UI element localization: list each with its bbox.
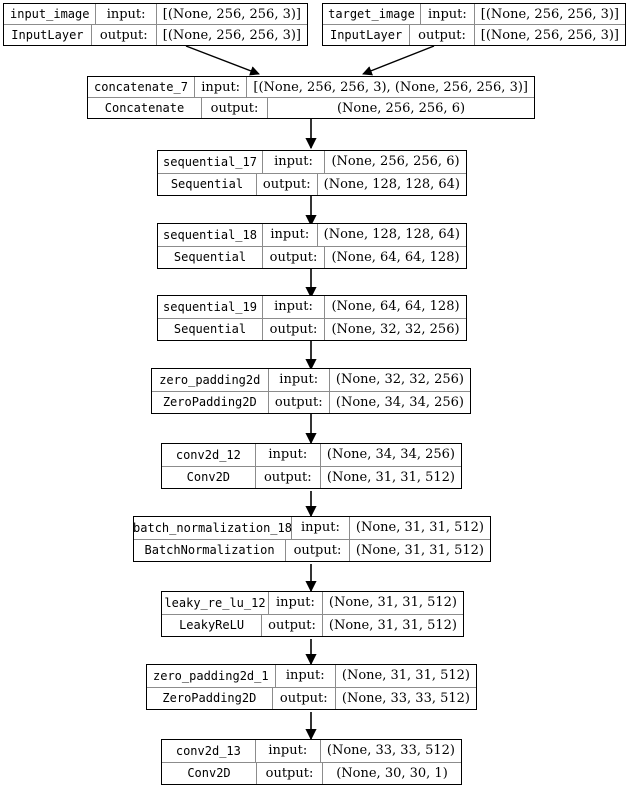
node-conv2d-12-output-shape: (None, 31, 31, 512) [326,469,455,485]
node-sequential-19-output-label: output: [263,318,325,340]
node-target-image-class: InputLayer [323,25,411,45]
node-input-image-output-label: output: [92,25,157,45]
node-input-image-input-label: input: [96,4,157,24]
node-target-image-output-shape: [(None, 256, 256, 3)] [480,27,619,43]
node-zero-padding2d-1-class: ZeroPadding2D [147,687,273,709]
node-input-image-input-shape: [(None, 256, 256, 3)] [162,6,301,22]
node-target-image-output-label: output: [410,25,475,45]
node-sequential-18[interactable]: sequential_18 input: (None, 128, 128, 64… [157,223,467,269]
node-concatenate-7-name: concatenate_7 [88,77,195,97]
node-batch-normalization-18-input-shape: (None, 31, 31, 512) [355,520,484,536]
node-sequential-17-output-shape: (None, 128, 128, 64) [323,176,460,192]
node-zero-padding2d-1-output-shape: (None, 33, 33, 512) [341,690,470,706]
node-sequential-19-name: sequential_19 [158,296,263,318]
node-conv2d-13-output-label: output: [257,762,323,784]
node-conv2d-13[interactable]: conv2d_13 input: (None, 33, 33, 512) Con… [161,739,462,785]
node-conv2d-13-class: Conv2D [162,762,257,784]
node-sequential-18-name: sequential_18 [158,224,263,246]
node-target-image-name: target_image [323,4,421,24]
node-concatenate-7-input-label: input: [195,77,248,97]
node-sequential-19-class: Sequential [158,318,263,340]
node-sequential-17-output-label: output: [257,173,318,195]
node-conv2d-12-class: Conv2D [162,466,256,488]
node-sequential-18-output-label: output: [263,246,325,268]
node-zero-padding2d-1-output-label: output: [273,687,336,709]
node-zero-padding2d-input-shape: (None, 32, 32, 256) [335,372,464,388]
node-input-image[interactable]: input_image input: [(None, 256, 256, 3)]… [3,3,308,46]
node-conv2d-13-output-shape: (None, 30, 30, 1) [336,765,448,781]
node-input-image-class: InputLayer [4,25,92,45]
node-conv2d-13-input-label: input: [256,740,321,762]
node-sequential-19-input-label: input: [263,296,325,318]
node-conv2d-12[interactable]: conv2d_12 input: (None, 34, 34, 256) Con… [161,443,462,489]
node-leaky-re-lu-12-name: leaky_re_lu_12 [162,592,269,614]
node-input-image-output-shape: [(None, 256, 256, 3)] [162,27,301,43]
node-leaky-re-lu-12-input-label: input: [269,592,323,614]
node-sequential-19-output-shape: (None, 32, 32, 256) [331,321,460,337]
node-sequential-17-input-label: input: [263,151,325,173]
node-zero-padding2d-output-shape: (None, 34, 34, 256) [335,394,464,410]
node-sequential-17[interactable]: sequential_17 input: (None, 256, 256, 6)… [157,150,467,196]
node-sequential-18-input-label: input: [263,224,318,246]
node-sequential-17-name: sequential_17 [158,151,263,173]
node-target-image-input-label: input: [421,4,475,24]
node-sequential-19[interactable]: sequential_19 input: (None, 64, 64, 128)… [157,295,467,341]
node-leaky-re-lu-12-input-shape: (None, 31, 31, 512) [328,595,457,611]
node-zero-padding2d-name: zero_padding2d [152,369,269,391]
node-zero-padding2d-1-input-label: input: [276,665,336,687]
node-zero-padding2d-class: ZeroPadding2D [152,391,269,413]
node-target-image[interactable]: target_image input: [(None, 256, 256, 3)… [322,3,626,46]
node-zero-padding2d[interactable]: zero_padding2d input: (None, 32, 32, 256… [151,368,471,414]
node-batch-normalization-18-output-shape: (None, 31, 31, 512) [355,542,484,558]
node-conv2d-12-input-shape: (None, 34, 34, 256) [326,447,455,463]
node-conv2d-12-name: conv2d_12 [162,444,256,466]
node-target-image-input-shape: [(None, 256, 256, 3)] [480,6,619,22]
node-zero-padding2d-output-label: output: [269,391,330,413]
node-concatenate-7[interactable]: concatenate_7 input: [(None, 256, 256, 3… [87,76,535,119]
node-sequential-18-class: Sequential [158,246,263,268]
node-concatenate-7-output-label: output: [202,98,268,118]
node-conv2d-12-input-label: input: [256,444,321,466]
node-leaky-re-lu-12-class: LeakyReLU [162,614,263,636]
node-sequential-17-input-shape: (None, 256, 256, 6) [331,154,460,170]
node-batch-normalization-18-input-label: input: [292,517,350,539]
node-zero-padding2d-1-input-shape: (None, 31, 31, 512) [341,668,470,684]
node-conv2d-13-input-shape: (None, 33, 33, 512) [326,743,455,759]
node-sequential-19-input-shape: (None, 64, 64, 128) [331,299,460,315]
node-input-image-name: input_image [4,4,97,24]
edge-target-image-to-concatenate [362,45,435,76]
node-concatenate-7-output-shape: (None, 256, 256, 6) [336,100,466,116]
node-batch-normalization-18-class: BatchNormalization [134,539,287,561]
node-leaky-re-lu-12[interactable]: leaky_re_lu_12 input: (None, 31, 31, 512… [161,591,464,637]
node-zero-padding2d-1[interactable]: zero_padding2d_1 input: (None, 31, 31, 5… [146,664,477,710]
node-batch-normalization-18-output-label: output: [286,539,350,561]
node-batch-normalization-18-name: batch_normalization_18 [133,517,292,539]
node-leaky-re-lu-12-output-label: output: [262,614,323,636]
node-batch-normalization-18[interactable]: batch_normalization_18 input: (None, 31,… [133,516,491,562]
node-sequential-18-output-shape: (None, 64, 64, 128) [331,249,460,265]
node-zero-padding2d-input-label: input: [269,369,330,391]
edge-input-image-to-concatenate [185,45,260,76]
node-conv2d-12-output-label: output: [256,466,321,488]
node-sequential-18-input-shape: (None, 128, 128, 64) [323,227,460,243]
node-sequential-17-class: Sequential [158,173,257,195]
node-conv2d-13-name: conv2d_13 [162,740,256,762]
node-zero-padding2d-1-name: zero_padding2d_1 [147,665,276,687]
node-concatenate-7-class: Concatenate [88,98,202,118]
node-leaky-re-lu-12-output-shape: (None, 31, 31, 512) [328,617,457,633]
node-concatenate-7-input-shape: [(None, 256, 256, 3), (None, 256, 256, 3… [253,79,528,95]
